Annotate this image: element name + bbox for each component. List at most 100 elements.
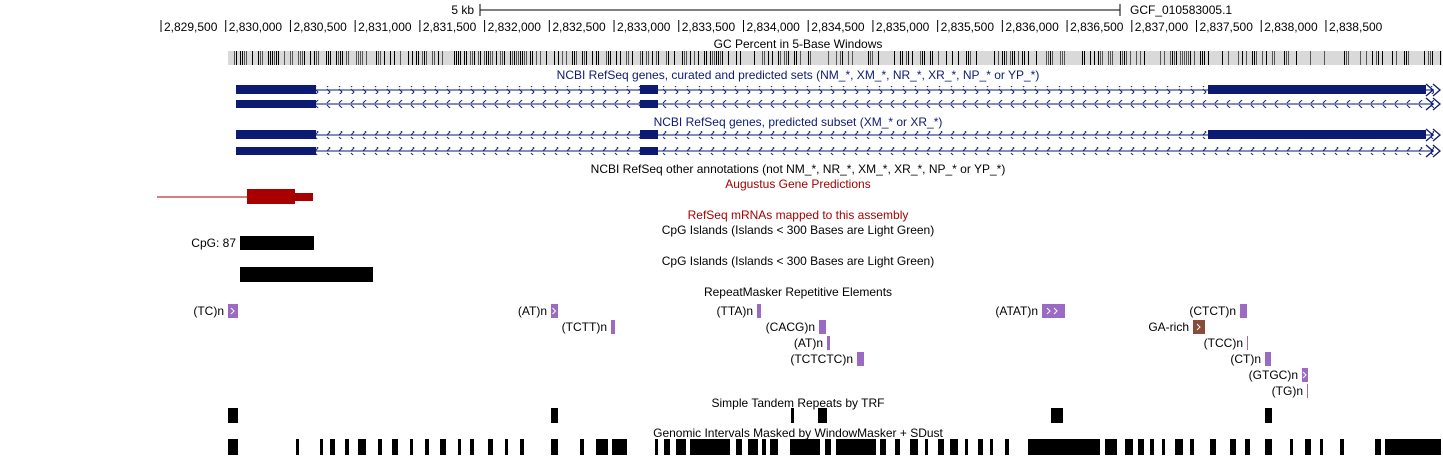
- masked-interval[interactable]: [1138, 439, 1144, 455]
- masked-interval[interactable]: [378, 439, 382, 455]
- simple-repeat-feature[interactable]: [791, 408, 794, 423]
- masked-interval[interactable]: [612, 439, 627, 455]
- masked-interval[interactable]: [345, 439, 349, 455]
- simple-repeat-feature[interactable]: [551, 408, 558, 423]
- masked-interval[interactable]: [1210, 439, 1216, 455]
- masked-interval[interactable]: [910, 439, 918, 455]
- augustus-track-title[interactable]: Augustus Gene Predictions: [725, 177, 870, 191]
- repeat-element[interactable]: (CT)n: [1230, 352, 1271, 366]
- masked-interval[interactable]: [1305, 439, 1311, 455]
- simple-repeats-track-title[interactable]: Simple Tandem Repeats by TRF: [712, 396, 885, 410]
- cpg-islands-track-title[interactable]: CpG Islands (Islands < 300 Bases are Lig…: [662, 223, 934, 237]
- masked-interval[interactable]: [458, 439, 461, 455]
- refseq-all-track[interactable]: [236, 83, 1441, 111]
- masked-interval[interactable]: [748, 439, 758, 455]
- masked-interval[interactable]: [488, 439, 493, 455]
- masked-interval[interactable]: [320, 439, 323, 455]
- masked-interval[interactable]: [1005, 439, 1009, 455]
- masked-interval[interactable]: [425, 439, 429, 455]
- masked-interval[interactable]: [505, 439, 508, 455]
- masked-interval[interactable]: [1385, 439, 1441, 455]
- masked-interval[interactable]: [664, 439, 670, 455]
- repeat-element[interactable]: GA-rich: [1148, 320, 1205, 334]
- simple-repeats-track[interactable]: [228, 408, 1272, 423]
- simple-repeat-feature[interactable]: [228, 408, 238, 423]
- windowmasker-track-title[interactable]: Genomic Intervals Masked by WindowMasker…: [653, 426, 943, 440]
- masked-interval[interactable]: [1190, 439, 1194, 455]
- refseq-mrna-track-title[interactable]: RefSeq mRNAs mapped to this assembly: [688, 208, 909, 222]
- simple-repeat-feature[interactable]: [1265, 408, 1272, 423]
- repeat-element[interactable]: (TCTCTC)n: [790, 352, 864, 366]
- cpg-islands-track-title-2[interactable]: CpG Islands (Islands < 300 Bases are Lig…: [662, 254, 934, 268]
- masked-interval[interactable]: [1340, 439, 1344, 455]
- masked-interval[interactable]: [925, 439, 928, 455]
- masked-interval[interactable]: [1150, 439, 1154, 455]
- masked-interval[interactable]: [1245, 439, 1250, 455]
- windowmasker-track[interactable]: [228, 439, 1441, 455]
- masked-interval[interactable]: [1028, 439, 1100, 455]
- repeat-element[interactable]: (CACG)n: [766, 320, 826, 334]
- cpg-island-feature[interactable]: [240, 236, 314, 250]
- repeat-element[interactable]: (TG)n: [1272, 384, 1308, 398]
- masked-interval[interactable]: [596, 439, 608, 455]
- masked-interval[interactable]: [358, 439, 366, 455]
- repeat-element[interactable]: (TCC)n: [1204, 336, 1248, 350]
- refseq-all-track-title[interactable]: NCBI RefSeq genes, curated and predicted…: [557, 68, 1040, 82]
- masked-interval[interactable]: [770, 439, 778, 455]
- masked-interval[interactable]: [950, 439, 958, 455]
- masked-interval[interactable]: [990, 439, 993, 455]
- masked-interval[interactable]: [1320, 439, 1323, 455]
- masked-interval[interactable]: [836, 439, 876, 455]
- masked-interval[interactable]: [392, 439, 398, 455]
- refseq-other-track-title[interactable]: NCBI RefSeq other annotations (not NM_*,…: [591, 162, 1006, 176]
- masked-interval[interactable]: [330, 439, 335, 455]
- masked-interval[interactable]: [965, 439, 968, 455]
- masked-interval[interactable]: [690, 439, 730, 455]
- gene-model[interactable]: [236, 97, 1441, 111]
- repeat-element[interactable]: (TTA)n: [717, 304, 761, 318]
- gene-model[interactable]: [236, 144, 1441, 158]
- masked-interval[interactable]: [790, 439, 820, 455]
- masked-interval[interactable]: [551, 439, 558, 455]
- masked-interval[interactable]: [1125, 439, 1133, 455]
- gc-percent-track[interactable]: [228, 51, 1442, 65]
- masked-interval[interactable]: [1162, 439, 1165, 455]
- masked-interval[interactable]: [1290, 439, 1293, 455]
- repeat-element[interactable]: (CTCT)n: [1189, 304, 1247, 318]
- repeat-element[interactable]: (TCTT)n: [562, 320, 615, 334]
- masked-interval[interactable]: [736, 439, 742, 455]
- masked-interval[interactable]: [470, 439, 474, 455]
- masked-interval[interactable]: [825, 439, 831, 455]
- masked-interval[interactable]: [1105, 439, 1117, 455]
- repeat-element[interactable]: (ATAT)n: [995, 304, 1065, 318]
- masked-interval[interactable]: [880, 439, 886, 455]
- simple-repeat-feature[interactable]: [1051, 408, 1063, 423]
- masked-interval[interactable]: [580, 439, 584, 455]
- masked-interval[interactable]: [655, 439, 658, 455]
- repeatmasker-track[interactable]: (TC)n (AT)n (TCTT)n (TTA)n (CACG)n (AT)n (TCTC…: [193, 304, 1308, 398]
- gc-percent-track-title[interactable]: GC Percent in 5-Base Windows: [714, 37, 883, 51]
- repeat-element[interactable]: (TC)n: [193, 304, 238, 318]
- refseq-predicted-track[interactable]: [236, 128, 1441, 158]
- masked-interval[interactable]: [762, 439, 766, 455]
- repeat-element[interactable]: (AT)n: [794, 336, 830, 350]
- refseq-predicted-track-title[interactable]: NCBI RefSeq genes, predicted subset (XM_…: [654, 115, 943, 129]
- simple-repeat-feature[interactable]: [818, 408, 827, 423]
- repeat-element[interactable]: (AT)n: [518, 304, 558, 318]
- gene-model[interactable]: [236, 128, 1441, 142]
- masked-interval[interactable]: [1175, 439, 1183, 455]
- masked-interval[interactable]: [978, 439, 983, 455]
- masked-interval[interactable]: [1375, 439, 1381, 455]
- gene-model[interactable]: [236, 83, 1441, 97]
- masked-interval[interactable]: [676, 439, 686, 455]
- masked-interval[interactable]: [520, 439, 524, 455]
- masked-interval[interactable]: [440, 439, 446, 455]
- masked-interval[interactable]: [296, 439, 299, 455]
- masked-interval[interactable]: [1230, 439, 1236, 455]
- masked-interval[interactable]: [1265, 439, 1272, 455]
- cpg-island-feature[interactable]: [240, 267, 373, 282]
- augustus-gene-prediction[interactable]: [157, 189, 313, 204]
- masked-interval[interactable]: [410, 439, 413, 455]
- repeat-element[interactable]: (GTGC)n: [1249, 368, 1308, 382]
- masked-interval[interactable]: [895, 439, 900, 455]
